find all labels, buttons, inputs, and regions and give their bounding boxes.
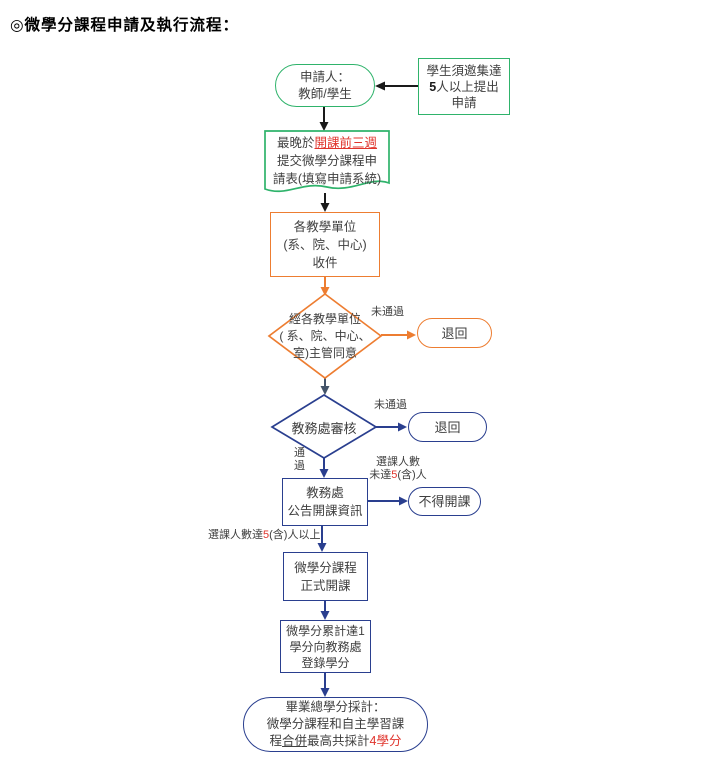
node-graduation: 畢業總學分採計： 微學分課程和自主學習課 程合併最高共採計4學分 <box>243 697 428 752</box>
under-pre: 未達 <box>369 469 392 481</box>
enough-post: (含)人以上 <box>269 529 321 541</box>
note-min-count: 5 <box>429 79 437 94</box>
node-units-receive: 各教學單位 (系、院、中心) 收件 <box>270 212 380 277</box>
register-line2: 學分向教務處 <box>289 639 362 654</box>
note-line2-rest: 人以上提出 <box>436 79 499 94</box>
return1-label: 退回 <box>441 325 468 341</box>
enough-pre: 選課人數達 <box>208 529 263 541</box>
edge-label-under-enrollment: 選課人數 未達5(含)人 <box>364 456 432 482</box>
node-no-course: 不得開課 <box>408 487 481 516</box>
arrow-announce-to-formal <box>317 526 327 552</box>
note-line2: 5人以上提出 <box>429 79 498 95</box>
node-deadline: 最晚於開課前三週 提交微學分課程申 請表(填寫申請系統) <box>267 134 387 188</box>
approval-line3: 室)主管同意 <box>293 345 357 360</box>
approval-line1: 經各教學單位 <box>288 311 361 326</box>
return2-label: 退回 <box>434 419 461 435</box>
graduation-line3-mid: 最高共採計 <box>307 734 370 748</box>
note-line1: 學生須邀集達 <box>426 63 502 78</box>
note-line3: 申請 <box>451 95 477 110</box>
edge-label-enough-enrollment: 選課人數達5(含)人以上 <box>208 529 320 542</box>
node-applicant: 申請人： 教師/學生 <box>275 64 375 107</box>
graduation-max-credits: 4學分 <box>369 734 402 748</box>
units-line1: 各教學單位 <box>293 219 357 234</box>
node-announce: 教務處 公告開課資訊 <box>282 478 368 526</box>
node-formal-open: 微學分課程 正式開課 <box>283 552 368 601</box>
node-aa-review: 教務處審核 <box>274 419 374 436</box>
enough-num: 5 <box>263 529 270 541</box>
arrow-units-to-approval-diamond <box>320 277 330 296</box>
deadline-prefix: 最晚於 <box>276 136 315 150</box>
deadline-line1: 最晚於開課前三週 <box>277 134 377 152</box>
under-post: (含)人 <box>397 469 427 481</box>
node-return1: 退回 <box>417 318 492 348</box>
graduation-line3: 程合併最高共採計4學分 <box>270 733 402 750</box>
announce-line1: 教務處 <box>306 486 344 500</box>
edge-label-pass: 通 過 <box>294 447 305 473</box>
formal-line1: 微學分課程 <box>294 560 357 575</box>
pass-line2: 過 <box>294 460 305 472</box>
node-applicant-line1: 申請人： <box>299 69 350 84</box>
arrow-note-to-applicant <box>375 81 418 91</box>
node-return2: 退回 <box>408 412 487 442</box>
graduation-line1: 畢業總學分採計： <box>285 700 386 714</box>
deadline-highlight: 開課前三週 <box>314 136 378 150</box>
register-line1: 微學分累計達1 <box>286 623 365 638</box>
graduation-merge: 合併 <box>282 734 308 748</box>
arrow-approval-to-return1 <box>381 330 416 340</box>
approval-line2: ( 系、院、中心、 <box>279 328 371 343</box>
arrow-register-to-graduation <box>320 673 330 697</box>
units-line3: 收件 <box>312 255 338 270</box>
graduation-line3-pre: 程 <box>269 734 283 748</box>
arrow-review-to-return2 <box>376 422 407 432</box>
formal-line2: 正式開課 <box>300 578 351 593</box>
under-line1: 選課人數 <box>376 456 420 468</box>
register-line3: 登錄學分 <box>301 655 350 670</box>
node-student-note: 學生須邀集達 5人以上提出 申請 <box>418 58 510 115</box>
arrow-deadline-to-units <box>320 193 330 212</box>
deadline-line2: 提交微學分課程申 <box>276 154 377 168</box>
deadline-document-shape <box>264 130 390 193</box>
arrow-formal-to-register <box>320 601 330 620</box>
approval-diamond-shape <box>267 292 383 380</box>
deadline-line3: 請表(填寫申請系統) <box>272 172 382 186</box>
under-line2: 未達5(含)人 <box>364 469 432 482</box>
arrow-review-to-announce <box>319 457 329 478</box>
under-num: 5 <box>391 469 398 481</box>
announce-line2: 公告開課資訊 <box>287 504 363 518</box>
page-title: ◎微學分課程申請及執行流程： <box>10 17 240 34</box>
arrow-approval-to-review <box>320 378 330 395</box>
no-course-label: 不得開課 <box>418 494 471 509</box>
pass-line1: 通 <box>294 447 305 459</box>
arrow-announce-to-nocourse <box>368 496 408 506</box>
edge-label-fail1: 未通過 <box>371 306 404 318</box>
arrow-applicant-to-deadline <box>319 106 329 131</box>
review-label: 教務處審核 <box>291 420 357 436</box>
edge-label-fail2: 未通過 <box>374 399 407 411</box>
node-applicant-line2: 教師/學生 <box>298 86 352 101</box>
review-diamond-shape <box>270 394 378 459</box>
graduation-line2: 微學分課程和自主學習課 <box>266 717 405 731</box>
node-unit-approval: 經各教學單位 ( 系、院、中心、 室)主管同意 <box>270 305 380 367</box>
node-register-credit: 微學分累計達1 學分向教務處 登錄學分 <box>280 620 371 673</box>
units-line2: (系、院、中心) <box>283 237 367 252</box>
